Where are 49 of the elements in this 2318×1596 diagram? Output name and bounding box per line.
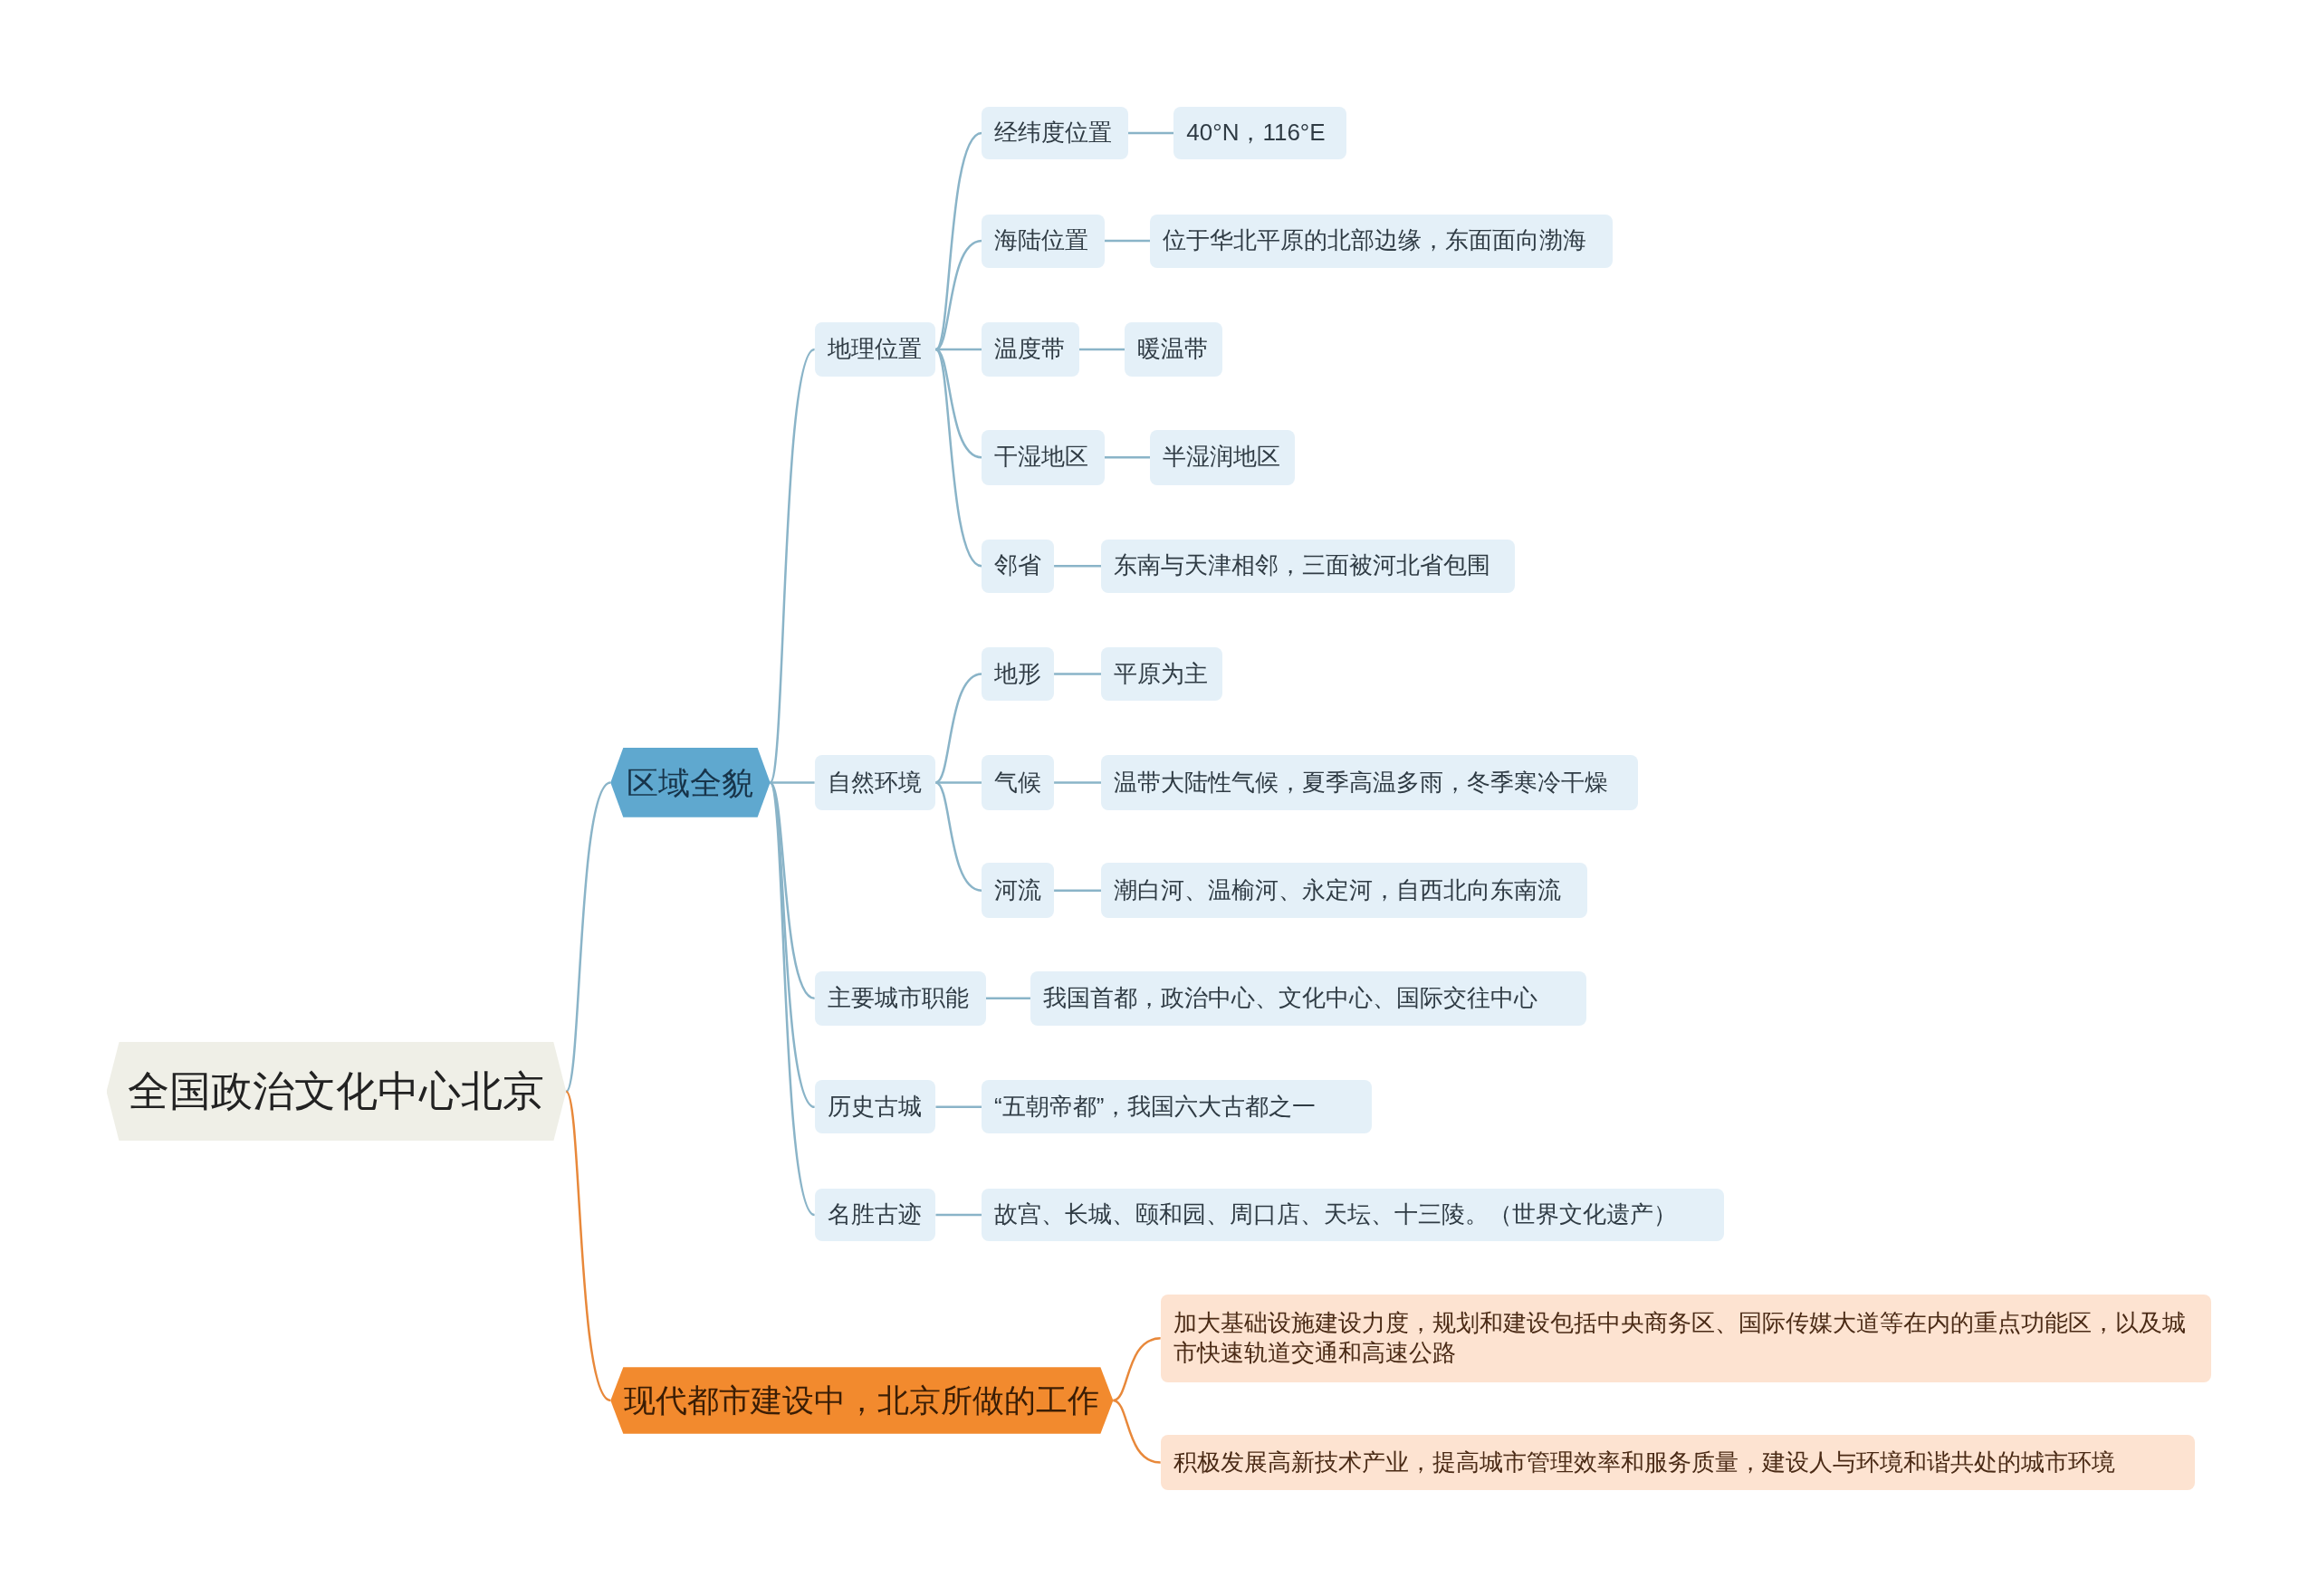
connector-line — [1104, 456, 1151, 459]
subtopic-box: 40°N，116°E — [1173, 106, 1347, 160]
subtopic-box: 暖温带 — [1125, 321, 1223, 377]
subtopic-box: 地理位置 — [814, 321, 936, 377]
subtopic-box: 气候 — [982, 755, 1055, 810]
connector-line — [935, 1105, 982, 1109]
connector-line — [1127, 131, 1174, 135]
subtopic-box: “五朝帝都”，我国六大古都之一 — [982, 1080, 1373, 1134]
note-box: 加大基础设施建设力度，规划和建设包括中央商务区、国际传媒大道等在内的重点功能区，以及城市快速轨道交通和高速公路 — [1160, 1295, 2212, 1382]
connector-line — [934, 781, 982, 892]
note-box: 积极发展高新技术产业，提高城市管理效率和服务质量，建设人与环境和谐共处的城市环境 — [1160, 1435, 2196, 1490]
subtopic-box: 平原为主 — [1101, 647, 1223, 701]
connector-line — [935, 1213, 982, 1217]
connector-line — [565, 781, 612, 1093]
subtopic-box: 邻省 — [982, 539, 1055, 593]
subtopic-box: 故宫、长城、颐和园、周口店、天坛、十三陵。（世界文化遗产） — [982, 1188, 1724, 1242]
subtopic-box: 自然环境 — [814, 755, 936, 810]
subtopic-box: 地形 — [982, 647, 1055, 701]
connector-line — [1054, 889, 1102, 892]
connector-line — [934, 673, 982, 784]
subtopic-box: 温带大陆性气候，夏季高温多雨，冬季寒冷干燥 — [1101, 755, 1638, 810]
subtopic-box: 东南与天津相邻，三面被河北省包围 — [1101, 539, 1516, 593]
connector-line — [1054, 781, 1102, 784]
connector-line — [1078, 348, 1125, 351]
connector-line — [565, 1091, 612, 1401]
subtopic-box: 潮白河、温榆河、永定河，自西北向东南流 — [1101, 863, 1588, 918]
connector-line — [769, 782, 816, 1216]
subtopic-box: 河流 — [982, 863, 1055, 918]
connector-line — [1054, 565, 1102, 568]
connector-line — [934, 131, 982, 350]
subtopic-box: 经纬度位置 — [982, 106, 1128, 160]
subtopic-box: 历史古城 — [814, 1080, 936, 1134]
connector-line — [1054, 673, 1102, 675]
connector-line — [935, 781, 982, 784]
connector-line — [934, 349, 982, 568]
subtopic-box: 我国首都，政治中心、文化中心、国际交往中心 — [1030, 970, 1586, 1027]
subtopic-box: 主要城市职能 — [814, 970, 986, 1027]
subtopic-box: 名胜古迹 — [814, 1188, 936, 1242]
connector-line — [986, 997, 1030, 1000]
subtopic-box: 位于华北平原的北部边缘，东面面向渤海 — [1150, 214, 1614, 268]
connector-line — [769, 349, 816, 783]
connector-line — [770, 781, 815, 784]
subtopic-box: 温度带 — [982, 321, 1079, 377]
subtopic-box: 海陆位置 — [982, 214, 1105, 268]
connector-line — [1113, 1399, 1161, 1464]
connector-line — [1104, 239, 1151, 243]
subtopic-box: 半湿润地区 — [1150, 430, 1296, 485]
connector-line — [1113, 1337, 1161, 1402]
subtopic-box: 干湿地区 — [982, 430, 1105, 485]
